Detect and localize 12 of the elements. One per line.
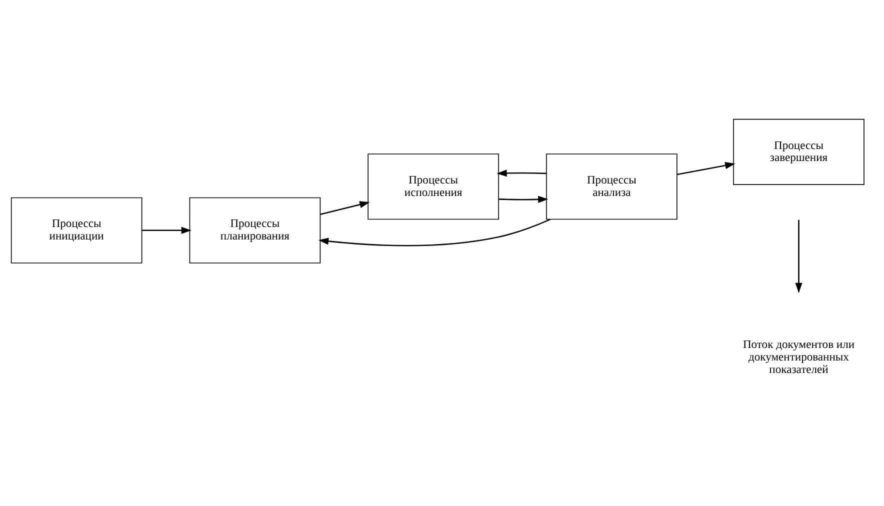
node-box: Процессы инициации	[10, 196, 142, 263]
arrow	[496, 169, 546, 176]
arrow	[498, 195, 548, 202]
node-box: Процессы исполнения	[368, 153, 499, 220]
legend-label: Поток документов или документированных показателей	[742, 338, 855, 376]
arrow	[320, 200, 370, 215]
arrow	[142, 226, 192, 234]
arrow	[677, 162, 736, 175]
node-box: Процессы завершения	[733, 118, 864, 184]
node-box: Процессы планирования	[189, 196, 321, 263]
node-box: Процессы анализа	[546, 153, 678, 220]
arrow	[318, 218, 551, 246]
